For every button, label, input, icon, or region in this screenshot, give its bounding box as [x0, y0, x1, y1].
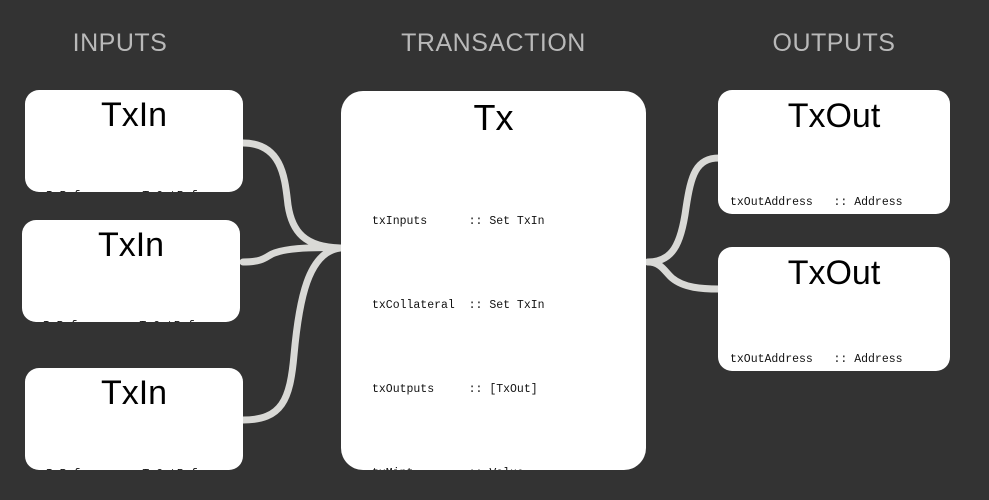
wire-input-1	[239, 139, 344, 252]
txin-card-1[interactable]: TxIn txInRef :: TxOutRef txInType :: TxI…	[25, 90, 243, 192]
txin-card-3[interactable]: TxIn txInRef :: TxOutRef txInType :: TxI…	[25, 368, 243, 470]
txin-card-2-title: TxIn	[97, 226, 165, 264]
transaction-card-fields: txInputs :: Set TxIn txCollateral :: Set…	[341, 152, 646, 470]
transaction-card[interactable]: Tx txInputs :: Set TxIn txCollateral :: …	[341, 91, 646, 470]
wire-input-2	[239, 244, 344, 266]
tx-field-row: txOutputs :: [TxOut]	[372, 383, 538, 396]
txin-card-2[interactable]: TxIn txInRef :: TxOutRef txInType :: TxI…	[22, 220, 240, 322]
txout-card-2-title: TxOut	[787, 254, 881, 292]
txin-card-1-fields: txInRef :: TxOutRef txInType :: TxInType	[25, 144, 243, 192]
txin-field-row: txInRef :: TxOutRef	[32, 464, 243, 470]
txin-field-row: txInRef :: TxOutRef	[29, 316, 240, 322]
txout-field-row: txOutAddress :: Address	[730, 196, 903, 209]
txout-card-2-fields: txOutAddress :: Address txOutValue :: Va…	[718, 304, 950, 371]
txout-card-1-fields: txOutAddress :: Address txOutValue. :: V…	[718, 147, 950, 214]
txin-card-3-fields: txInRef :: TxOutRef txInType :: TxInType	[25, 422, 243, 470]
txin-card-3-title: TxIn	[100, 374, 168, 412]
txout-field-row: txOutAddress :: Address	[730, 353, 903, 366]
txout-card-1[interactable]: TxOut txOutAddress :: Address txOutValue…	[718, 90, 950, 214]
tx-field-row: txCollateral :: Set TxIn	[372, 299, 545, 312]
txout-card-1-title: TxOut	[787, 97, 881, 135]
wire-input-3	[239, 244, 344, 424]
txin-card-2-fields: txInRef :: TxOutRef txInType :: TxInType	[22, 274, 240, 322]
txin-card-1-title: TxIn	[100, 96, 168, 134]
column-header-inputs: INPUTS	[72, 29, 168, 57]
wire-output-1	[644, 154, 723, 266]
transaction-card-title: Tx	[473, 97, 514, 138]
txin-field-row: txInRef :: TxOutRef	[32, 186, 243, 192]
column-header-outputs: OUTPUTS	[772, 29, 896, 57]
tx-field-row: txInputs :: Set TxIn	[372, 215, 545, 228]
txout-card-2[interactable]: TxOut txOutAddress :: Address txOutValue…	[718, 247, 950, 371]
wire-output-2	[644, 258, 723, 293]
tx-field-row: txMint :: Value	[372, 460, 646, 470]
column-header-transaction: TRANSACTION	[401, 29, 586, 57]
